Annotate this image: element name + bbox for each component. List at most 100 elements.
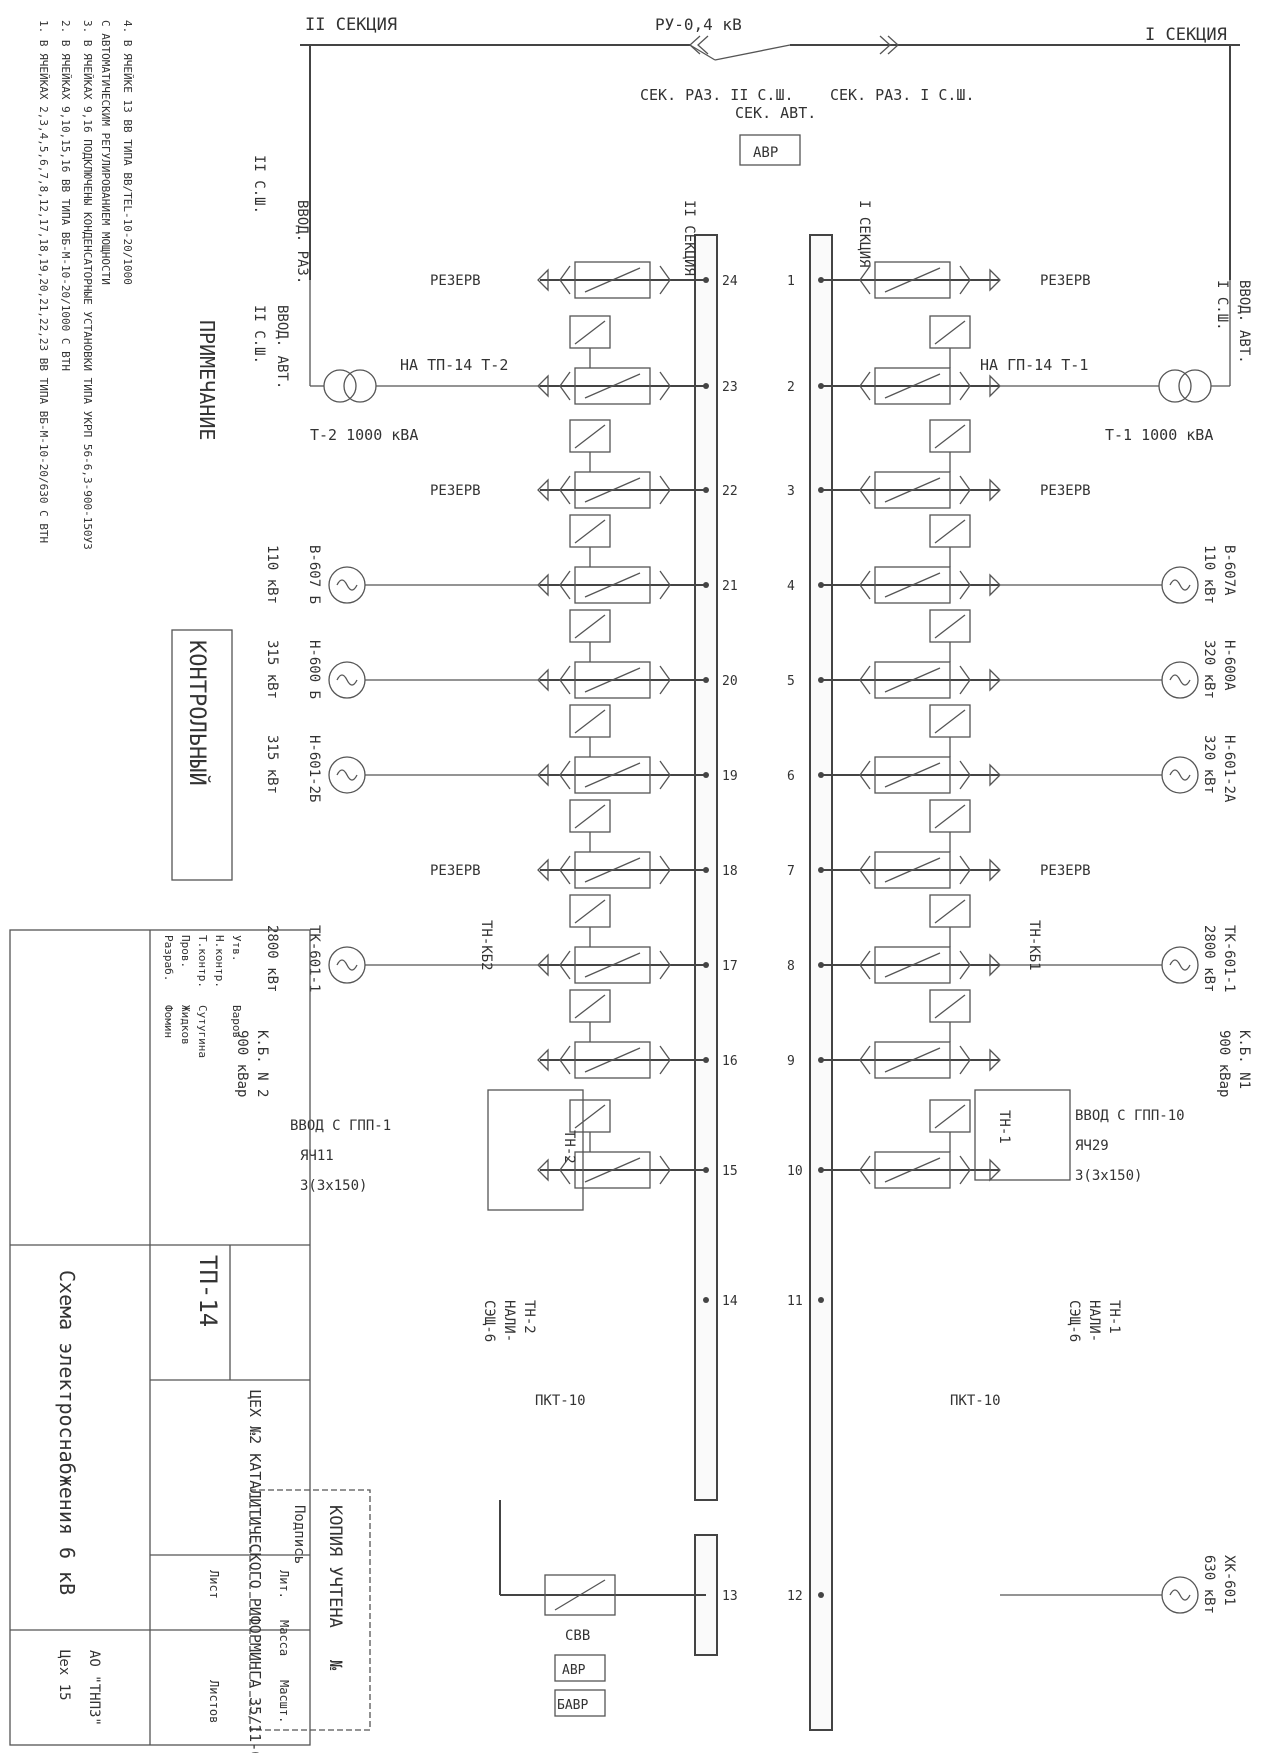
tb-role: Утв. <box>230 935 243 962</box>
tb-drawing: Схема электроснабжения 6 кВ <box>55 1270 79 1595</box>
load-label: ТН-1 <box>996 1110 1012 1144</box>
load-label: ТК-601-1 <box>306 925 322 992</box>
load-label: ТН-КБ1 <box>1026 920 1042 971</box>
svg-text:Масшт.: Масшт. <box>277 1680 291 1723</box>
load-label: ПКТ-10 <box>950 1393 1001 1409</box>
top-right-section: I СЕКЦИЯ <box>1145 25 1227 45</box>
load-label: ВВОД С ГПП-1 <box>290 1118 391 1134</box>
title-block: ЦЕХ №2 КАТАЛИТИЧЕСКОГО РИФОРМИНГА 35/11-… <box>9 929 311 1753</box>
load-label: 3(3х150) <box>1075 1168 1142 1184</box>
left-input: ВВОД. РАЗ. II С.Ш. ВВОД. АВТ. II С.Ш. Т-… <box>251 155 555 444</box>
left-transformer: Т-2 1000 кВА <box>310 426 418 444</box>
load-label: 315 кВт <box>264 735 280 794</box>
tb-role: Пров. <box>179 935 192 968</box>
load-label: В-607 Б <box>306 545 322 604</box>
cell-number: 8 <box>787 959 795 974</box>
section-ii-label: II СЕКЦИЯ <box>681 200 697 276</box>
svg-text:КОПИЯ УЧТЕНА: КОПИЯ УЧТЕНА <box>325 1505 345 1628</box>
cell-number: 15 <box>722 1164 738 1179</box>
load-label: ПКТ-10 <box>535 1393 586 1409</box>
load-label: К.Б. N 2 <box>254 1030 270 1097</box>
tb-object: ТП-14 <box>194 1255 222 1327</box>
cell-number: 20 <box>722 674 738 689</box>
cell-number: 24 <box>722 274 738 289</box>
load-label: ЯЧ11 <box>300 1148 334 1164</box>
load-label: 2800 кВт <box>1201 925 1217 992</box>
cell-number: 17 <box>722 959 738 974</box>
note-line: 4. В ЯЧЕЙКЕ 13 ВВ ТИПА ВВ/ТЕL-10-20/1000 <box>121 20 134 285</box>
cell-number: 21 <box>722 579 738 594</box>
load-label: 900 кВар <box>1216 1030 1232 1097</box>
top-bus: II СЕКЦИЯ I СЕКЦИЯ РУ-0,4 кВ СЕК. РАЗ. I… <box>300 15 1240 280</box>
load-label: ХК-601 <box>1221 1555 1237 1606</box>
load-label: 110 кВт <box>1201 545 1217 604</box>
load-label: 900 кВар <box>234 1030 250 1097</box>
tb-name: Фомин <box>162 1005 175 1038</box>
cell-number: 22 <box>722 484 738 499</box>
tb-role: Н.контр. <box>213 935 226 988</box>
tb-org: ЦЕХ №2 КАТАЛИТИЧЕСКОГО РИФОРМИНГА 35/11-… <box>246 1390 264 1753</box>
note-line: С АВТОМАТИЧЕСКИМ РЕГУЛИРОВАНИЕМ МОЩНОСТИ <box>99 20 112 285</box>
notes: ПРИМЕЧАНИЕ 1. В ЯЧЕЙКАХ 2,3,4,5,6,7,8,12… <box>37 20 219 550</box>
note-line: 2. В ЯЧЕЙКАХ 9,10,15,16 ВВ ТИПА ВБ-М-10-… <box>59 20 72 371</box>
tb-name: Жидков <box>179 1005 192 1045</box>
cell-number: 2 <box>787 380 795 395</box>
load-label: СЭЩ-6 <box>1066 1300 1082 1342</box>
load-label: СЭЩ-6 <box>481 1300 497 1342</box>
loads: РЕЗЕРВ РЕЗЕРВ РЕЗЕРВ РЕЗЕРВ РЕЗЕРВ РЕЗЕРВ В-60… <box>234 273 1252 1614</box>
load-label: РЕЗЕРВ <box>430 863 481 879</box>
load-label: РЕЗЕРВ <box>430 483 481 499</box>
svg-text:Листов: Листов <box>207 1680 221 1723</box>
cell-number: 1 <box>787 274 795 289</box>
cell-number: 14 <box>722 1294 738 1309</box>
cell-number: 13 <box>722 1589 738 1604</box>
sec-raz-left: СЕК. РАЗ. II С.Ш. <box>640 86 794 104</box>
tb-name: Варов <box>230 1005 243 1038</box>
load-label: РЕЗЕРВ <box>1040 863 1091 879</box>
left-sh1: II С.Ш. <box>251 155 267 214</box>
svg-text:Лист: Лист <box>207 1570 221 1599</box>
tb-role: Разраб. <box>162 935 175 981</box>
sec-raz-right: СЕК. РАЗ. I С.Ш. <box>830 86 975 104</box>
cell-number: 5 <box>787 674 795 689</box>
load-label: Н-600А <box>1221 640 1237 691</box>
load-label: Н-601-2Б <box>306 735 322 802</box>
cell-number: 3 <box>787 484 795 499</box>
note-line: 3. В ЯЧЕЙКАХ 9,16 ПОДКЛЮЧЕНЫ КОНДЕНСАТОР… <box>81 20 94 550</box>
right-vvod: ВВОД. <box>1236 280 1252 322</box>
load-label: 320 кВт <box>1201 640 1217 699</box>
load-label: 110 кВт <box>264 545 280 604</box>
avr-label: АВР <box>753 145 778 161</box>
notes-title: ПРИМЕЧАНИЕ <box>195 320 219 440</box>
load-label: ТН-1 <box>1106 1300 1122 1334</box>
left-sh2: II С.Ш. <box>251 305 267 364</box>
svg-text:Масса: Масса <box>277 1620 291 1656</box>
left-vvod-avt: ВВОД. АВТ. <box>274 305 290 389</box>
tb-name: Сутугина <box>196 1005 209 1058</box>
left-vvod-raz: ВВОД. РАЗ. <box>294 200 310 284</box>
load-label: ТН-2 <box>521 1300 537 1334</box>
sv-label: СВВ <box>565 1628 590 1644</box>
tb-shop: Цех 15 <box>56 1650 72 1701</box>
right-feed: НА ГП-14 Т-1 <box>980 356 1088 374</box>
load-label: 320 кВт <box>1201 735 1217 794</box>
load-label: НАЛИ- <box>501 1300 517 1342</box>
load-label: К.Б. N1 <box>1236 1030 1252 1089</box>
load-label: НАЛИ- <box>1086 1300 1102 1342</box>
load-label: 3(3х150) <box>300 1178 367 1194</box>
load-label: Н-600 Б <box>306 640 322 699</box>
svg-text:Лит.: Лит. <box>277 1570 291 1599</box>
load-label: РЕЗЕРВ <box>1040 483 1091 499</box>
cell-number: 6 <box>787 769 795 784</box>
sectional-breaker: СВВ АВР БАВР <box>499 1500 718 1717</box>
cell-number: 7 <box>787 864 795 879</box>
load-label: РЕЗЕРВ <box>1040 273 1091 289</box>
sv-bavr: БАВР <box>557 1698 588 1713</box>
tb-company: АО "ТНПЗ" <box>86 1650 102 1726</box>
sec-avt: СЕК. АВТ. <box>735 104 816 122</box>
load-label: РЕЗЕРВ <box>430 273 481 289</box>
copy-stamp: КОПИЯ УЧТЕНА № Подпись <box>249 1489 371 1731</box>
cell-number: 4 <box>787 579 795 594</box>
